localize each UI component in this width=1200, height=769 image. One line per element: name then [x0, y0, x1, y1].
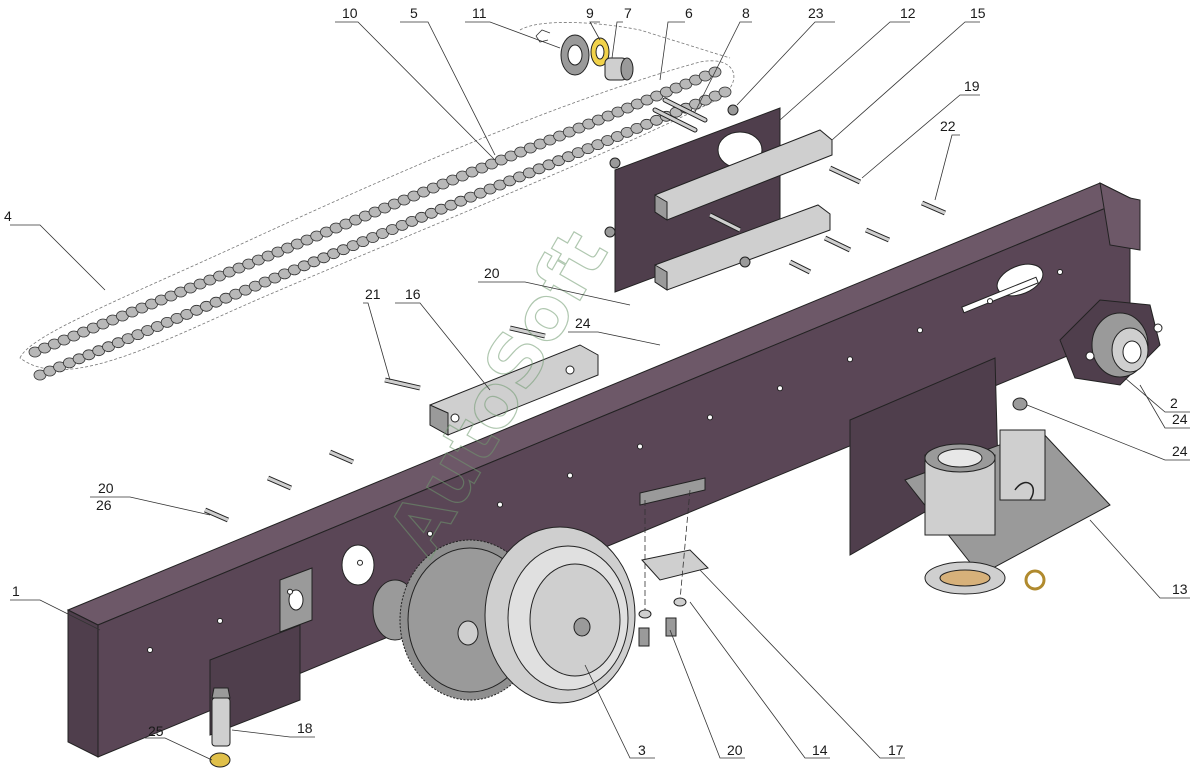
cotter-pin [535, 29, 551, 43]
callout-1: 1 [12, 583, 20, 599]
plate-part-14 [639, 477, 706, 506]
callout-18: 18 [297, 720, 313, 736]
callout-3: 3 [638, 742, 646, 758]
bracket-plates [638, 477, 709, 647]
beam-hole [567, 472, 573, 479]
callout-19: 19 [964, 78, 980, 94]
washer [638, 609, 652, 619]
callout-6: 6 [685, 5, 693, 21]
callout-24-center: 24 [575, 315, 591, 331]
beam-end-bracket [1099, 182, 1141, 251]
bolts-part-20-26 [204, 200, 946, 523]
beam-hole [707, 414, 713, 421]
callout-16: 16 [405, 286, 421, 302]
beam-end [67, 609, 99, 758]
nut-part-24 [1012, 397, 1028, 411]
callout-23: 23 [808, 5, 824, 21]
callout-4: 4 [4, 208, 12, 224]
callout-20-bottom: 20 [727, 742, 743, 758]
callout-14: 14 [812, 742, 828, 758]
plate-part-17 [641, 549, 709, 581]
beam-lower-bracket [209, 624, 301, 736]
chain-envelope [19, 60, 735, 371]
beam-hole [357, 559, 363, 566]
bolts-part-19 [708, 165, 862, 275]
chain-links [28, 66, 732, 381]
callout-20-top: 20 [484, 265, 500, 281]
callout-25: 25 [148, 723, 164, 739]
bolts-part-21 [384, 325, 546, 391]
callout-20-left: 20 [98, 480, 114, 496]
beam-hole [777, 385, 783, 392]
nut-part-25 [209, 752, 231, 768]
callout-26: 26 [96, 497, 112, 513]
main-beam-part-1 [66, 182, 1141, 758]
beam-hole [427, 530, 433, 537]
callout-15: 15 [970, 5, 986, 21]
beam-hole [147, 647, 153, 653]
pulley-gear-part-3 [372, 526, 636, 704]
bolt-part-20 [638, 627, 650, 647]
callout-21: 21 [365, 286, 381, 302]
beam-hole [287, 588, 293, 595]
washer-bore [595, 44, 605, 60]
callout-10: 10 [342, 5, 358, 21]
shaft-part-18 [209, 687, 231, 768]
callout-7: 7 [624, 5, 632, 21]
callout-22: 22 [940, 118, 956, 134]
beam-hole [847, 356, 853, 363]
axis-line [519, 22, 731, 59]
callout-11: 11 [472, 5, 487, 21]
chain-link [718, 86, 732, 98]
roller-chain [19, 60, 735, 381]
beam-hole [1057, 269, 1063, 275]
beam-hole [917, 327, 923, 334]
beam-hole [987, 298, 993, 305]
beam-holes [147, 269, 1063, 653]
callout-labels: 1 2 3 4 5 6 7 8 9 10 11 12 13 14 15 16 1… [4, 5, 1188, 758]
hub-part-2 [1059, 299, 1163, 386]
callout-2: 2 [1170, 395, 1178, 411]
callout-17: 17 [888, 742, 904, 758]
callout-24-right-upper: 24 [1172, 411, 1188, 427]
sprocket-hub-group [519, 22, 731, 81]
beam-slot [961, 276, 1039, 314]
bushing-bore [567, 44, 583, 66]
beam-hole [497, 501, 503, 508]
slide-bar-part-16 [429, 344, 599, 436]
callout-5: 5 [410, 5, 418, 21]
leader-lines [10, 21, 1190, 761]
callout-12: 12 [900, 5, 916, 21]
tensioner-plate [604, 104, 833, 293]
gearbox-part-13 [849, 357, 1111, 595]
beam-hole [637, 443, 643, 450]
nut-part-23 [727, 104, 739, 116]
pins-part-8 [652, 97, 708, 133]
callout-13: 13 [1172, 581, 1188, 597]
callout-9: 9 [586, 5, 594, 21]
beam-hole [217, 617, 223, 624]
callout-24-right-lower: 24 [1172, 443, 1188, 459]
sleeve-end [620, 57, 634, 81]
callout-8: 8 [742, 5, 750, 21]
